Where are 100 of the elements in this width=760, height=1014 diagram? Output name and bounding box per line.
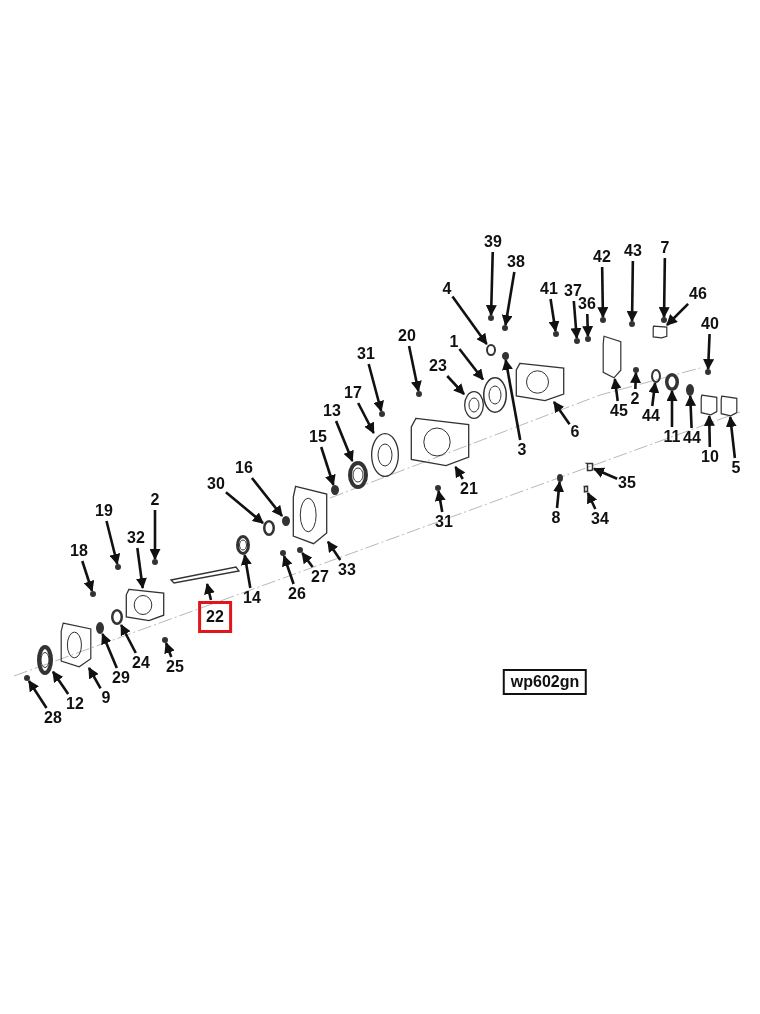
leader-arrow (407, 345, 422, 393)
callout-number: 33 (338, 561, 356, 579)
screw-part (379, 411, 385, 417)
nut-part (600, 317, 606, 323)
screw-part (24, 675, 30, 681)
nut-part (152, 559, 158, 565)
leader-arrow (101, 633, 118, 669)
o-ring-part (371, 433, 399, 477)
leader-arrow (120, 624, 137, 654)
leader-arrow (666, 303, 689, 326)
callout-number: 19 (95, 502, 113, 520)
callout-number: 17 (344, 384, 362, 402)
callout-number: 4 (442, 280, 452, 298)
screw-part (435, 485, 441, 491)
volute-casing-part (410, 417, 470, 467)
callout-number: 40 (701, 315, 719, 333)
leader-arrow (204, 582, 215, 601)
leader-arrow (658, 258, 670, 319)
spacer-part (282, 516, 290, 526)
seal-seat-part (331, 485, 339, 495)
callout-number: 25 (166, 658, 184, 676)
screw-part (162, 637, 168, 643)
leader-arrow (149, 510, 161, 561)
callout-number: 26 (288, 585, 306, 603)
callout-number: 44 (642, 407, 660, 425)
bearing-part (236, 535, 250, 555)
callout-number: 34 (591, 510, 609, 528)
leader-arrow (570, 300, 582, 340)
leader-arrow (648, 381, 660, 407)
leader-arrow (282, 554, 295, 585)
leader-arrow (51, 670, 70, 695)
callout-number: 2 (150, 491, 160, 509)
nut-part (633, 367, 639, 373)
bearing-housing-part (125, 588, 165, 622)
leader-arrow (703, 333, 715, 371)
leader-arrow (725, 415, 737, 459)
leader-arrow (27, 680, 48, 709)
leader-arrow (105, 520, 121, 566)
callout-number: 36 (578, 295, 596, 313)
leader-arrow (501, 271, 516, 327)
bearing-part (665, 373, 679, 391)
leader-arrow (240, 553, 252, 589)
nut-part (629, 321, 635, 327)
screw-part (115, 564, 121, 570)
pulley-part (37, 645, 53, 675)
nut-part (553, 331, 559, 337)
leader-arrow (454, 466, 466, 480)
pin-part (557, 474, 563, 482)
o-ring-part (651, 369, 661, 383)
snap-ring-part (96, 622, 104, 634)
callout-number: 24 (132, 654, 150, 672)
leader-arrow (81, 560, 95, 593)
leader-arrow (593, 467, 618, 480)
seal-part (348, 461, 368, 489)
leader-arrow (367, 363, 384, 413)
bearing-part (263, 520, 275, 536)
callout-number: 2 (630, 390, 640, 408)
callout-number: 11 (663, 428, 681, 446)
leader-arrow (610, 377, 622, 402)
callout-number: 35 (618, 474, 636, 492)
o-ring-part (501, 352, 509, 360)
callout-number: 41 (540, 280, 558, 298)
callout-number: 14 (243, 589, 261, 607)
o-ring-part (686, 384, 694, 396)
leader-arrow (334, 420, 354, 462)
bearing-part (111, 609, 123, 625)
callout-number: 16 (235, 459, 253, 477)
leader-arrow (553, 480, 565, 509)
leader-arrow (548, 298, 560, 333)
callout-number: 3 (517, 441, 527, 459)
callout-number: 13 (323, 402, 341, 420)
adapter-housing-part (515, 362, 565, 402)
shaft-part (170, 566, 240, 584)
callout-number: 45 (610, 402, 628, 420)
leader-arrow (225, 491, 264, 525)
callout-number: 20 (398, 327, 416, 345)
leader-arrow (552, 401, 571, 425)
leader-arrow (87, 667, 102, 689)
leader-arrow (666, 389, 678, 427)
leader-arrow (502, 358, 522, 441)
leader-arrow (630, 371, 642, 390)
callout-number: 38 (507, 253, 525, 271)
callout-number: 5 (731, 459, 741, 477)
bracket-part (602, 335, 622, 379)
nut-part (705, 369, 711, 375)
clip-part (583, 485, 589, 493)
cover-plate-part (720, 395, 738, 417)
leader-arrow (326, 540, 342, 561)
nut-part (585, 336, 591, 342)
washer-part (297, 547, 303, 553)
screw-part (90, 591, 96, 597)
bracket-part (652, 325, 668, 339)
callout-number: 21 (460, 480, 478, 498)
leader-arrow (164, 641, 175, 658)
drawing-reference-code: wp602gn (502, 669, 588, 695)
leader-arrow (357, 402, 375, 434)
clip-part (586, 462, 594, 472)
nut-part (661, 317, 667, 323)
callout-number: 18 (70, 542, 88, 560)
leader-arrow (685, 394, 697, 429)
